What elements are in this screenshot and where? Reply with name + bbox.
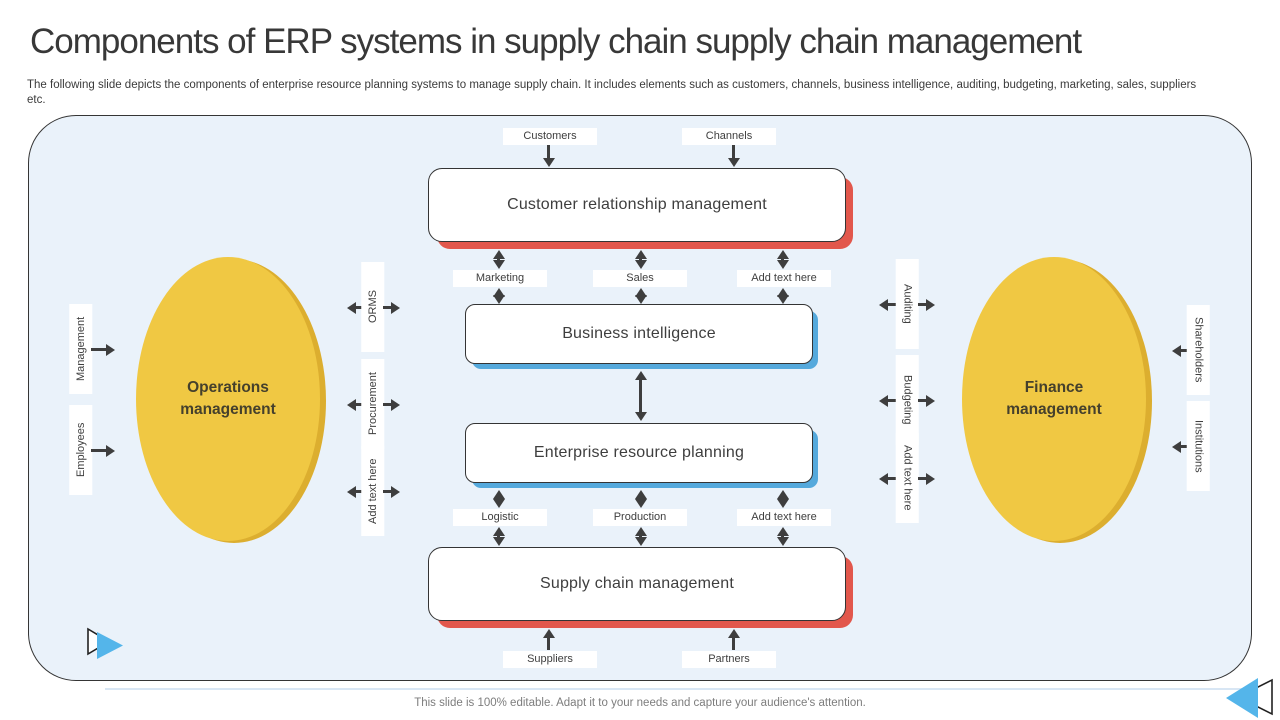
- arrow-down-icon: [727, 145, 740, 167]
- label-suppliers: Suppliers: [503, 651, 597, 668]
- double-arrow-vertical-icon: [492, 288, 505, 304]
- label-auditing: Auditing: [895, 259, 919, 349]
- label-institutions: Institutions: [1186, 401, 1210, 491]
- arrow-right-icon: [918, 472, 935, 485]
- shape-business-intelligence: Business intelligence: [465, 304, 813, 364]
- shape-customer-relationship-management: Customer relationship management: [428, 168, 846, 242]
- label-add-text-here-left: Add text here: [361, 446, 385, 536]
- label-add-text-here: Add text here: [737, 509, 831, 526]
- finance-management-label: Finance management: [1006, 378, 1102, 418]
- arrow-down-icon: [542, 145, 555, 167]
- label-procurement: Procurement: [361, 359, 385, 449]
- shape-enterprise-resource-planning: Enterprise resource planning: [465, 423, 813, 483]
- label-marketing: Marketing: [453, 270, 547, 287]
- double-arrow-vertical-icon: [776, 490, 789, 508]
- label-channels: Channels: [682, 128, 776, 145]
- label-employees: Employees: [69, 405, 93, 495]
- arrow-right-icon: [91, 343, 115, 356]
- double-arrow-vertical-icon: [634, 371, 647, 421]
- double-arrow-vertical-icon: [634, 527, 647, 546]
- shape-operations-management: Operations management: [136, 257, 320, 541]
- double-arrow-vertical-icon: [776, 250, 789, 269]
- arrow-left-icon: [347, 485, 364, 498]
- double-arrow-vertical-icon: [492, 250, 505, 269]
- arrow-right-icon: [383, 485, 400, 498]
- double-arrow-vertical-icon: [634, 490, 647, 508]
- footer-divider: [105, 688, 1250, 690]
- arrow-right-icon: [918, 394, 935, 407]
- label-budgeting: Budgeting: [895, 355, 919, 445]
- double-arrow-vertical-icon: [634, 288, 647, 304]
- arrow-left-icon: [879, 298, 896, 311]
- double-arrow-vertical-icon: [492, 527, 505, 546]
- arrow-left-icon: [879, 472, 896, 485]
- shape-finance-management: Finance management: [962, 257, 1146, 541]
- label-management: Management: [69, 304, 93, 394]
- label-sales: Sales: [593, 270, 687, 287]
- label-logistic: Logistic: [453, 509, 547, 526]
- play-icon[interactable]: [85, 626, 127, 662]
- arrow-right-icon: [383, 301, 400, 314]
- label-production: Production: [593, 509, 687, 526]
- footer-note: This slide is 100% editable. Adapt it to…: [414, 697, 866, 709]
- arrow-up-icon: [727, 629, 740, 650]
- diagram-canvas: Customers Channels Customer relationship…: [28, 115, 1252, 681]
- arrow-left-icon: [347, 398, 364, 411]
- arrow-left-icon: [879, 394, 896, 407]
- label-add-text-here: Add text here: [737, 270, 831, 287]
- slide-description: The following slide depicts the componen…: [27, 79, 1197, 107]
- audio-icon[interactable]: [1224, 676, 1278, 720]
- shape-supply-chain-management: Supply chain management: [428, 547, 846, 621]
- arrow-right-icon: [91, 444, 115, 457]
- page-title: Components of ERP systems in supply chai…: [30, 22, 1082, 61]
- double-arrow-vertical-icon: [776, 288, 789, 304]
- operations-management-label: Operations management: [180, 378, 276, 418]
- label-customers: Customers: [503, 128, 597, 145]
- arrow-up-icon: [542, 629, 555, 650]
- double-arrow-vertical-icon: [634, 250, 647, 269]
- double-arrow-vertical-icon: [776, 527, 789, 546]
- label-shareholders: Shareholders: [1186, 305, 1210, 395]
- label-partners: Partners: [682, 651, 776, 668]
- double-arrow-vertical-icon: [492, 490, 505, 508]
- label-add-text-here-right: Add text here: [895, 433, 919, 523]
- arrow-right-icon: [383, 398, 400, 411]
- arrow-right-icon: [918, 298, 935, 311]
- label-orms: ORMS: [361, 262, 385, 352]
- arrow-left-icon: [347, 301, 364, 314]
